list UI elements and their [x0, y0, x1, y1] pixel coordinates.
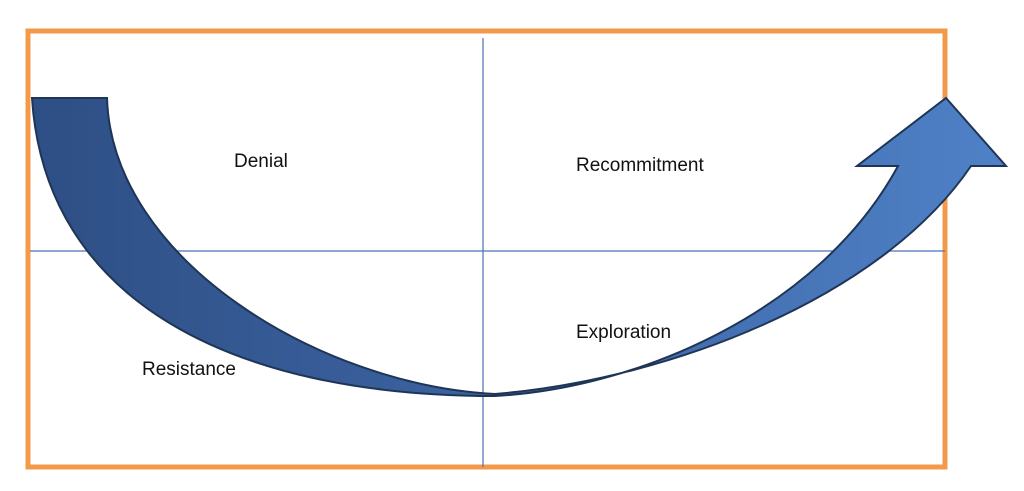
quadrant-label-denial: Denial	[234, 151, 288, 172]
change-curve-arrow	[30, 96, 1009, 398]
quadrant-label-resistance: Resistance	[142, 359, 236, 380]
quadrant-frame	[25, 28, 948, 470]
quadrant-label-recommitment: Recommitment	[576, 155, 704, 176]
quadrant-label-exploration: Exploration	[576, 322, 672, 343]
